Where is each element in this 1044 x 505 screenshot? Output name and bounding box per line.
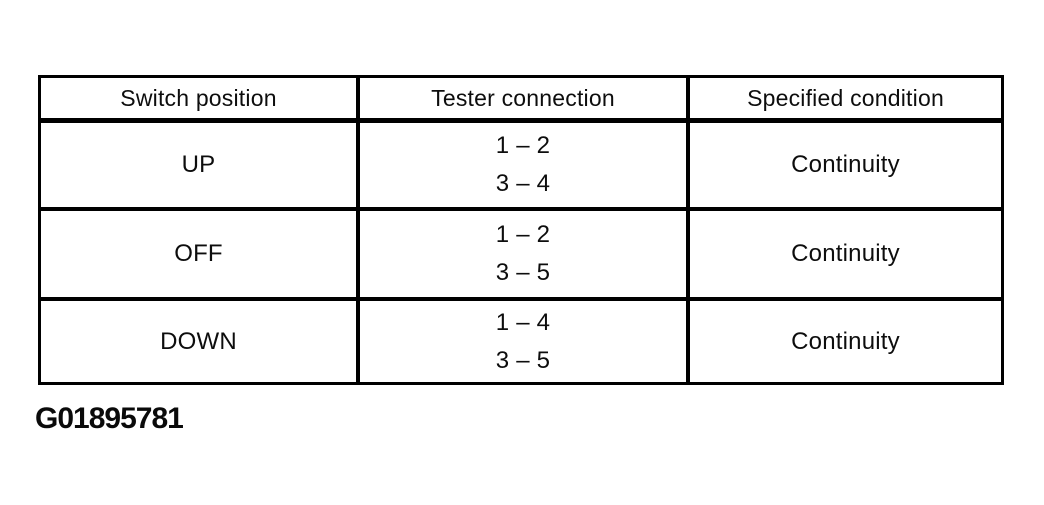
figure-id: G01895781 <box>35 402 184 435</box>
cell-tester-connection-down: 1 – 4 3 – 5 <box>356 297 686 382</box>
cell-switch-position-up: UP <box>41 118 356 207</box>
header-specified-condition: Specified condition <box>686 78 1001 118</box>
cell-specified-condition-up: Continuity <box>686 118 1001 207</box>
cell-tester-connection-up: 1 – 2 3 – 4 <box>356 118 686 207</box>
header-tester-connection: Tester connection <box>356 78 686 118</box>
header-switch-position: Switch position <box>120 84 277 111</box>
switch-continuity-table: Switch position Tester connection Specif… <box>38 75 1004 385</box>
tester-connection-line: 1 – 4 <box>495 308 551 336</box>
tester-connection-line: 1 – 2 <box>495 132 551 159</box>
tester-connection-line: 3 – 5 <box>495 346 551 374</box>
cell-specified-condition-off: Continuity <box>686 207 1001 297</box>
cell-switch-position-down: DOWN <box>41 297 356 382</box>
tester-connection-line: 3 – 5 <box>495 259 551 286</box>
tester-connection-line: 1 – 2 <box>495 221 551 248</box>
cell-switch-position-off: OFF <box>41 207 356 297</box>
cell-tester-connection-off: 1 – 2 3 – 5 <box>356 207 686 297</box>
tester-connection-line: 3 – 4 <box>495 170 551 197</box>
cell-specified-condition-down: Continuity <box>686 297 1001 382</box>
